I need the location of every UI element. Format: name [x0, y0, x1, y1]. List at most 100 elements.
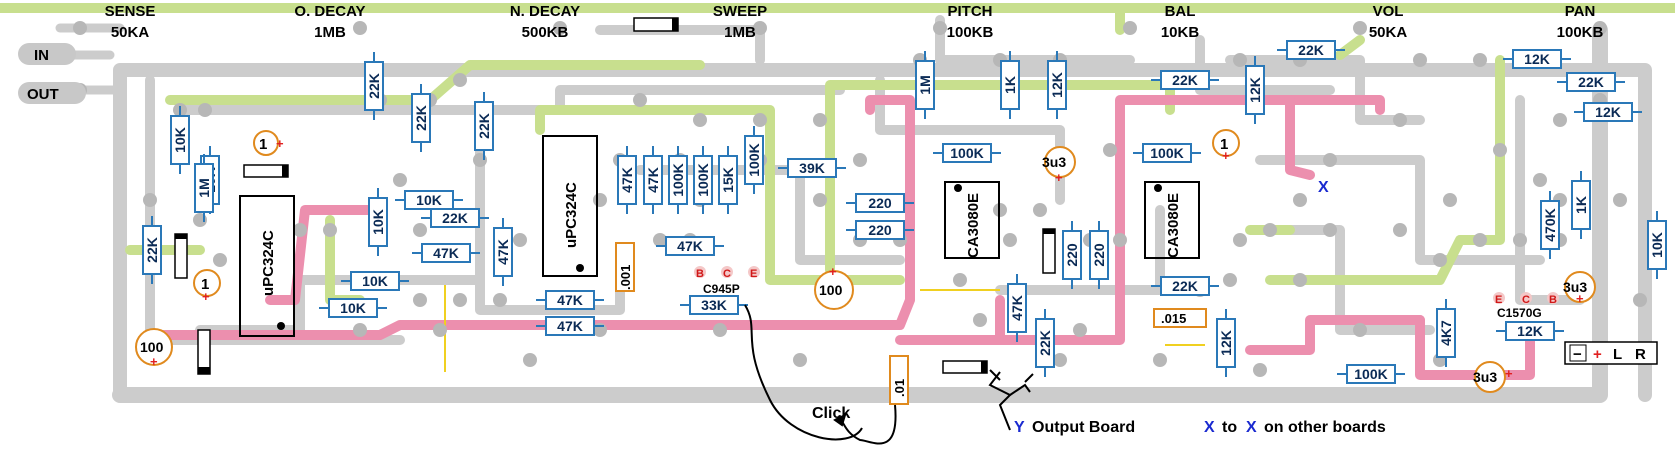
- resistor-value: 22K: [1037, 330, 1053, 356]
- pot-value: 10KB: [1161, 24, 1200, 41]
- pot-name: O. DECAY: [294, 3, 365, 20]
- pot-name: SENSE: [105, 3, 156, 20]
- svg-text:+: +: [150, 354, 158, 369]
- electrolytic-c1-value: 1: [259, 136, 267, 153]
- resistor-value: 100K: [1150, 145, 1183, 161]
- film-cap-01: .01: [889, 355, 909, 405]
- resistor-value: 1M: [917, 75, 933, 94]
- resistor-value: 47K: [557, 292, 583, 308]
- solder-pad: [523, 353, 537, 367]
- solder-pad: [1233, 233, 1247, 247]
- resistor-value: 47K: [619, 167, 635, 193]
- solder-pad: [1113, 233, 1127, 247]
- in-jack: IN: [18, 43, 76, 65]
- resistors: 10K22K22K10K22K10K1M22K10K22K47K10K10K47…: [142, 40, 1667, 384]
- resistor-value: 10K: [1649, 232, 1665, 258]
- solder-pad: [753, 113, 767, 127]
- resistor: 12K: [1503, 49, 1571, 69]
- svg-text:+: +: [202, 289, 210, 304]
- solder-pad: [1073, 323, 1087, 337]
- resistor-value: 4K7: [1438, 320, 1454, 346]
- solder-pad: [1323, 153, 1337, 167]
- resistor: 10K: [395, 190, 463, 210]
- solder-pad: [1533, 173, 1547, 187]
- transistor-c945p-pin-c: C: [723, 268, 731, 280]
- resistor-value: 22K: [1172, 72, 1198, 88]
- solder-pad: [493, 293, 507, 307]
- resistor: 15K: [718, 146, 738, 214]
- pot-6: BAL 10KB: [1161, 3, 1200, 41]
- chip-ic2-label: uPC324C: [563, 182, 580, 248]
- resistor-value: 220: [868, 195, 892, 211]
- resistor-value: 100K: [1354, 366, 1387, 382]
- solder-pad: [1053, 353, 1067, 367]
- solder-pad: [1473, 233, 1487, 247]
- solder-pad: [753, 21, 767, 35]
- solder-pad: [1293, 273, 1307, 287]
- solder-pad: [433, 323, 447, 337]
- film-cap-001-value: .001: [618, 265, 633, 290]
- power-connector: − + L R: [1564, 341, 1658, 365]
- solder-pad: [713, 323, 727, 337]
- power-plus: +: [1593, 346, 1602, 363]
- pot-value: 50KA: [111, 24, 150, 41]
- solder-pad: [1393, 113, 1407, 127]
- resistor-value: 47K: [677, 238, 703, 254]
- solder-pad: [73, 21, 87, 35]
- resistor: 47K: [412, 243, 480, 263]
- solder-pad: [1493, 143, 1507, 157]
- resistor: 100K: [1133, 143, 1201, 163]
- resistor: 12K: [1245, 56, 1265, 124]
- solder-pad: [143, 193, 157, 207]
- resistor-value: 47K: [557, 318, 583, 334]
- resistor-value: 10K: [340, 300, 366, 316]
- solder-pad: [1443, 193, 1457, 207]
- diode-d1: [633, 17, 679, 32]
- resistor-value: 470K: [1542, 208, 1558, 241]
- solder-pad: [693, 113, 707, 127]
- resistor-value: 100K: [746, 143, 762, 176]
- resistor-value: 100K: [950, 145, 983, 161]
- resistor-value: 47K: [645, 167, 661, 193]
- solder-pad: [1633, 293, 1647, 307]
- output-led: [988, 369, 1034, 431]
- electrolytic-c3: 100 +: [135, 328, 173, 369]
- resistor: 220: [1089, 221, 1109, 289]
- resistor: 220: [846, 193, 914, 213]
- pot-value: 1MB: [724, 24, 756, 41]
- pot-value: 100KB: [947, 24, 994, 41]
- resistor: 12K: [1496, 321, 1564, 341]
- resistor: 12K: [1047, 51, 1067, 119]
- pot-name: BAL: [1165, 3, 1196, 20]
- power-left: L: [1613, 346, 1622, 363]
- resistor-value: 47K: [1009, 295, 1025, 321]
- solder-pad: [1553, 113, 1567, 127]
- solder-pad: [1433, 253, 1447, 267]
- chip-ic2: uPC324C: [542, 135, 598, 277]
- transistor-c1570g-pin-b: B: [1549, 294, 1557, 306]
- electrolytic-c4-value: 100: [819, 282, 843, 298]
- resistor: 39K: [778, 158, 846, 178]
- transistor-c945p: B C E C945P: [694, 266, 760, 296]
- solder-pad: [1123, 21, 1137, 35]
- electrolytic-c2: 1 +: [193, 269, 221, 304]
- resistor: 22K: [474, 92, 494, 160]
- resistor: 470K: [1540, 191, 1560, 259]
- resistor: 47K: [536, 290, 604, 310]
- power-minus: −: [1573, 346, 1582, 363]
- resistor-value: 100K: [695, 163, 711, 196]
- solder-pad: [413, 293, 427, 307]
- solder-pad: [553, 21, 567, 35]
- output-label: Output Board: [1032, 419, 1135, 436]
- resistor: 22K: [142, 216, 162, 284]
- resistor: 1M: [915, 51, 935, 119]
- svg-text:+: +: [1055, 170, 1063, 185]
- solder-pad: [1223, 273, 1237, 287]
- chip-ic3-label: CA3080E: [965, 193, 982, 258]
- solder-pad: [1613, 193, 1627, 207]
- resistor-value: 12K: [1247, 77, 1263, 103]
- chip-ic1: uPC324C: [239, 195, 295, 337]
- solder-pad: [413, 223, 427, 237]
- electrolytic-c5: 3u3 +: [1042, 146, 1076, 185]
